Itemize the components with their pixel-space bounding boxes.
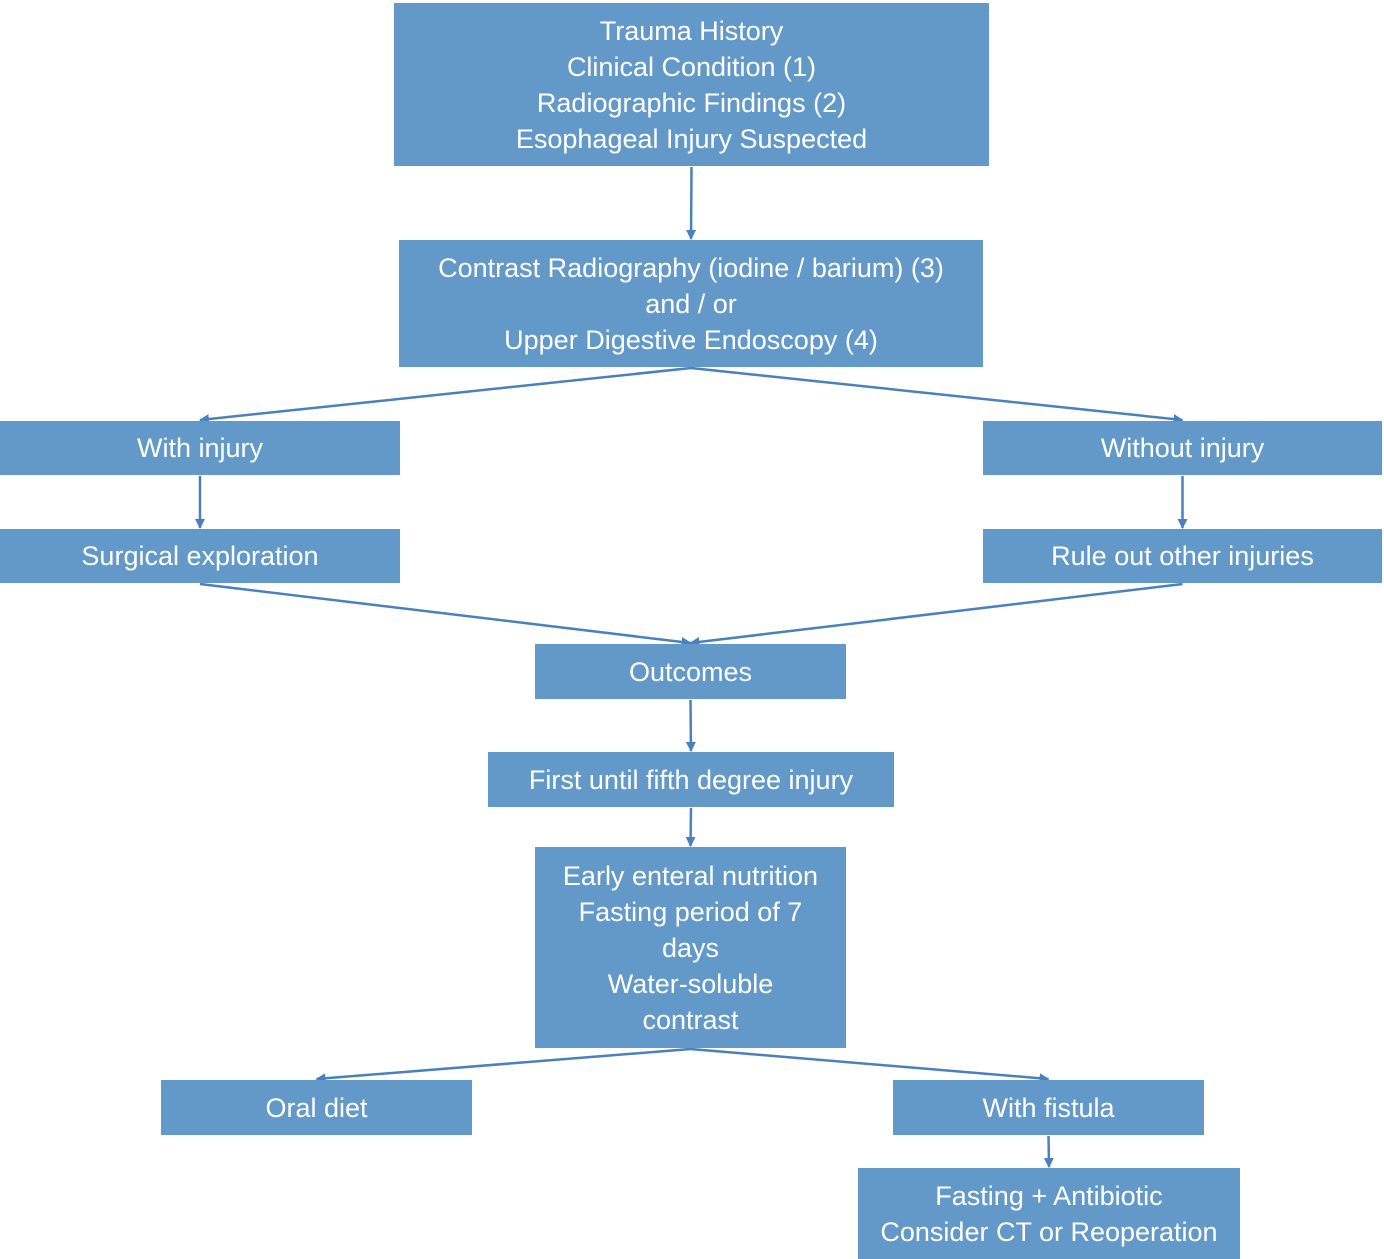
with-injury-label: With injury	[136, 433, 264, 463]
nutrition-line-2: Fasting period of 7	[578, 896, 803, 927]
contrast-line-2: and / or	[645, 288, 737, 319]
arrow-outcomes-to-degree	[685, 699, 696, 752]
trauma-line-3: Radiographic Findings (2)	[536, 87, 847, 118]
oral-diet-box: Oral diet	[161, 1080, 472, 1135]
without-injury-label: Without injury	[1100, 433, 1265, 463]
nutrition-line-5: contrast	[642, 1004, 739, 1035]
rule-out-injuries-label: Rule out other injuries	[1051, 541, 1314, 571]
fasting-antibiotic-box: Fasting + Antibiotic Consider CT or Reop…	[858, 1168, 1240, 1259]
arrow-fistula-to-fasting	[1043, 1135, 1054, 1168]
surgical-exploration-box: Surgical exploration	[0, 529, 400, 583]
oral-diet-label: Oral diet	[265, 1092, 368, 1123]
rule-out-injuries-box: Rule out other injuries	[983, 529, 1382, 583]
arrow-degree-to-nutrition	[685, 807, 696, 847]
trauma-line-1: Trauma History	[599, 15, 784, 46]
fasting-line-1: Fasting + Antibiotic	[935, 1180, 1163, 1211]
trauma-history-box: Trauma History Clinical Condition (1) Ra…	[394, 3, 989, 166]
arrow-nutrition-to-fistula	[690, 1047, 1050, 1084]
arrow-contrast-to-without_injury	[690, 366, 1184, 425]
contrast-line-1: Contrast Radiography (iodine / barium) (…	[438, 252, 944, 283]
arrow-trauma-to-contrast	[686, 166, 697, 240]
trauma-line-2: Clinical Condition (1)	[566, 51, 817, 82]
outcomes-label: Outcomes	[628, 656, 753, 687]
contrast-line-3: Upper Digestive Endoscopy (4)	[504, 324, 878, 355]
nutrition-line-4: Water-soluble	[607, 968, 774, 999]
injury-degree-box: First until fifth degree injury	[488, 752, 894, 807]
arrow-nutrition-to-oral_diet	[315, 1047, 691, 1084]
arrow-surgical-to-outcomes	[199, 582, 692, 647]
enteral-nutrition-box: Early enteral nutrition Fasting period o…	[535, 847, 846, 1048]
with-fistula-box: With fistula	[893, 1080, 1204, 1135]
contrast-radiography-box: Contrast Radiography (iodine / barium) (…	[399, 240, 983, 367]
nutrition-line-3: days	[661, 932, 720, 963]
without-injury-box: Without injury	[983, 421, 1382, 475]
arrow-contrast-to-with_injury	[199, 366, 692, 425]
injury-degree-label: First until fifth degree injury	[528, 764, 854, 795]
fasting-line-2: Consider CT or Reoperation	[880, 1216, 1218, 1247]
with-injury-box: With injury	[0, 421, 400, 475]
nutrition-line-1: Early enteral nutrition	[562, 860, 819, 891]
trauma-line-4: Esophageal Injury Suspected	[515, 123, 868, 154]
with-fistula-label: With fistula	[982, 1092, 1115, 1123]
arrow-rule_out-to-outcomes	[689, 582, 1183, 647]
outcomes-box: Outcomes	[535, 644, 846, 699]
surgical-exploration-label: Surgical exploration	[81, 541, 319, 571]
